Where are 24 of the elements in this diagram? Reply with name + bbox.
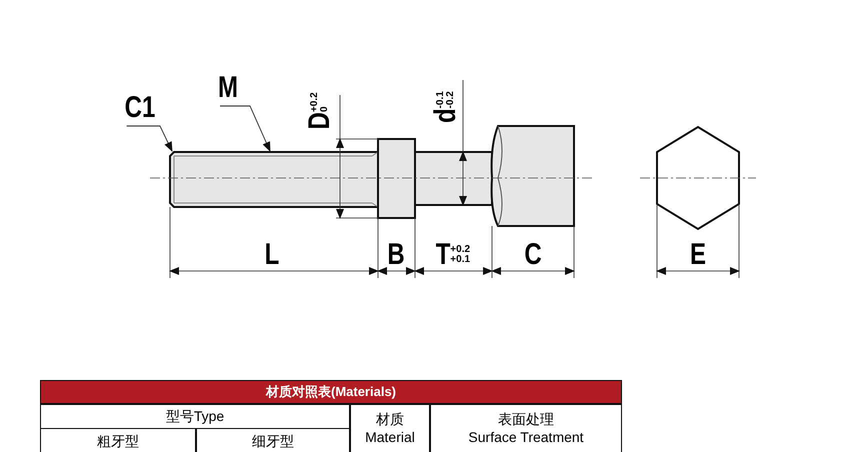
- dimension-label: L: [264, 240, 280, 270]
- table-cell: 细牙型: [196, 428, 350, 452]
- dimension-label: B: [387, 240, 405, 270]
- dimension-label: D: [305, 112, 335, 130]
- leader-line: [220, 106, 270, 152]
- table-cell: 粗牙型: [40, 428, 196, 452]
- tolerance-label: +0.2: [450, 245, 470, 255]
- threaded-shaft: [169, 151, 379, 208]
- dimension-label: E: [690, 240, 706, 270]
- tolerance-label: +0.1: [450, 255, 470, 265]
- table-cell: 材质 Material: [350, 404, 430, 452]
- tolerance-label: 0: [320, 105, 330, 112]
- dimension-label: T: [436, 240, 450, 270]
- tolerance-label: -0.2: [446, 91, 456, 108]
- tolerance-label: -0.1: [436, 91, 446, 108]
- leader-line: [126, 126, 172, 152]
- callout-label: M: [218, 73, 238, 103]
- dimension-label: C: [524, 240, 542, 270]
- callout-label: C1: [124, 93, 156, 123]
- table-cell: 型号Type: [40, 404, 350, 429]
- table-header: 材质对照表(Materials): [40, 380, 622, 404]
- tolerance-label: +0.2: [310, 92, 320, 112]
- table-cell: 表面处理 Surface Treatment: [430, 404, 622, 452]
- dimension-label: d: [431, 108, 461, 123]
